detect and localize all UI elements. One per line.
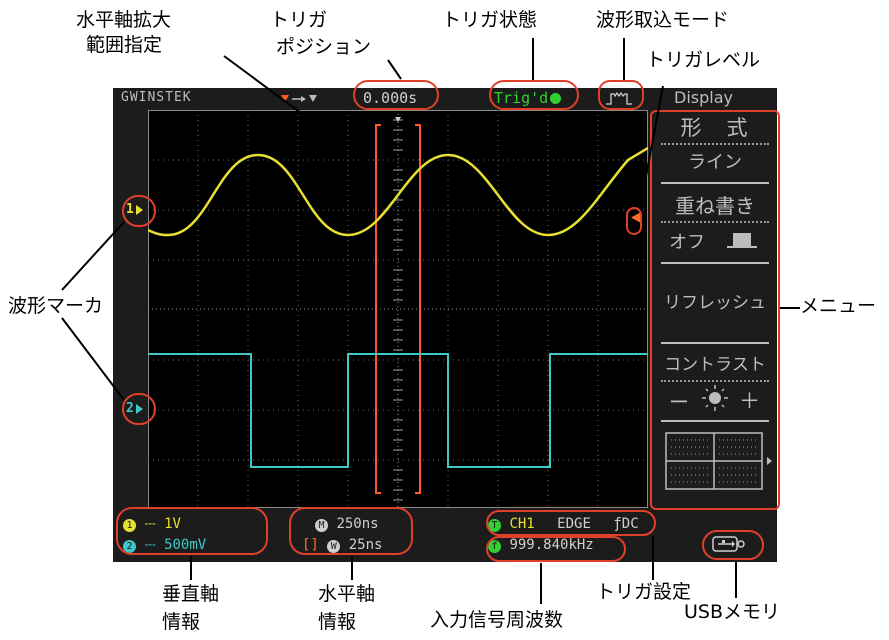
callout-horiz-zoom-2: 範囲指定 (86, 34, 163, 56)
trig-type: EDGE (557, 516, 591, 532)
brand-logo: GWINSTEK (121, 90, 192, 105)
menu-ring (650, 110, 780, 510)
callout-trigger-level: トリガレベル (646, 49, 761, 71)
side-menu: 形 式 ライン 重ね書き オフ リフレッシュ コントラスト ー ＋ (655, 110, 775, 508)
accumulate-off-icon (727, 233, 757, 248)
ch1-scale: 1V (164, 516, 181, 532)
callout-input-freq: 入力信号周波数 (430, 609, 564, 631)
frequency-value: 999.840kHz (509, 537, 594, 553)
contrast-minus[interactable]: ー (669, 390, 689, 414)
trigger-position-value: 0.000s (363, 89, 418, 107)
callout-acq-mode: 波形取込モード (596, 9, 730, 31)
grid-icon[interactable] (665, 432, 775, 492)
callout-trigger-status: トリガ状態 (442, 9, 538, 31)
callout-vertical-info-1: 垂直軸 (162, 583, 220, 605)
menu-title: Display (674, 88, 733, 107)
zoom-timebase-info: [] W 25ns (302, 537, 382, 553)
contrast-sun-icon (702, 385, 728, 411)
trig-coupling: DC (621, 516, 639, 532)
ch2-scale: 500mV (164, 537, 207, 553)
menu-accumulate-title: 重ね書き (675, 194, 755, 218)
trigger-position-ring (353, 80, 439, 110)
trig-slope: ƒ (613, 516, 622, 532)
menu-type-value[interactable]: ライン (688, 152, 742, 173)
main-timebase-info: M 250ns (315, 516, 379, 532)
oscilloscope-screen: GWINSTEK 0.000s Trig'd Display (113, 88, 777, 562)
menu-refresh[interactable]: リフレッシュ (664, 293, 766, 313)
ch2-waveform (148, 353, 648, 468)
trigger-setting-ring (486, 510, 656, 536)
trigger-status-ring (489, 80, 579, 110)
ch1-waveform (148, 146, 648, 237)
menu-accumulate-value[interactable]: オフ (655, 228, 775, 254)
usb-ring (702, 530, 764, 560)
trigger-dot-icon (550, 93, 561, 104)
frequency-ring (486, 536, 626, 562)
ch1-marker-ring (122, 195, 156, 227)
callout-horiz-zoom-1: 水平軸拡大 (76, 9, 172, 31)
trig-source: CH1 (509, 516, 535, 532)
callout-menu: メニュー (800, 295, 877, 317)
ch2-marker-ring (122, 393, 156, 425)
trigger-level-ring (626, 207, 642, 235)
trigger-arrow-icon (281, 95, 317, 102)
acq-mode-ring (598, 80, 644, 110)
zoom-timebase: 25ns (348, 537, 383, 553)
menu-type-title: 形 式 (680, 116, 750, 140)
menu-contrast-title: コントラスト (664, 355, 766, 375)
callout-trigger-pos-2: ポジション (276, 36, 372, 58)
callout-waveform-marker: 波形マーカ (8, 295, 104, 317)
main-timebase: 250ns (336, 516, 379, 532)
accumulate-value-label: オフ (669, 232, 705, 253)
callout-trigger-setting: トリガ設定 (596, 581, 692, 603)
horizontal-info-ring (289, 507, 413, 555)
callout-trigger-pos-1: トリガ (270, 9, 328, 31)
graticule (148, 110, 648, 508)
callout-horizontal-info-1: 水平軸 (318, 583, 376, 605)
contrast-plus[interactable]: ＋ (739, 389, 760, 413)
main-badge: M (315, 519, 328, 532)
zoom-bracket: [] (302, 537, 319, 553)
acquire-mode-icon (606, 91, 632, 105)
zoom-badge: W (327, 540, 341, 553)
callout-horizontal-info-2: 情報 (318, 611, 357, 633)
callout-vertical-info-2: 情報 (162, 611, 201, 633)
trigger-status-value: Trig'd (494, 89, 549, 107)
vertical-info-ring (116, 507, 268, 555)
callout-usb-memory: USBメモリ (684, 601, 781, 623)
